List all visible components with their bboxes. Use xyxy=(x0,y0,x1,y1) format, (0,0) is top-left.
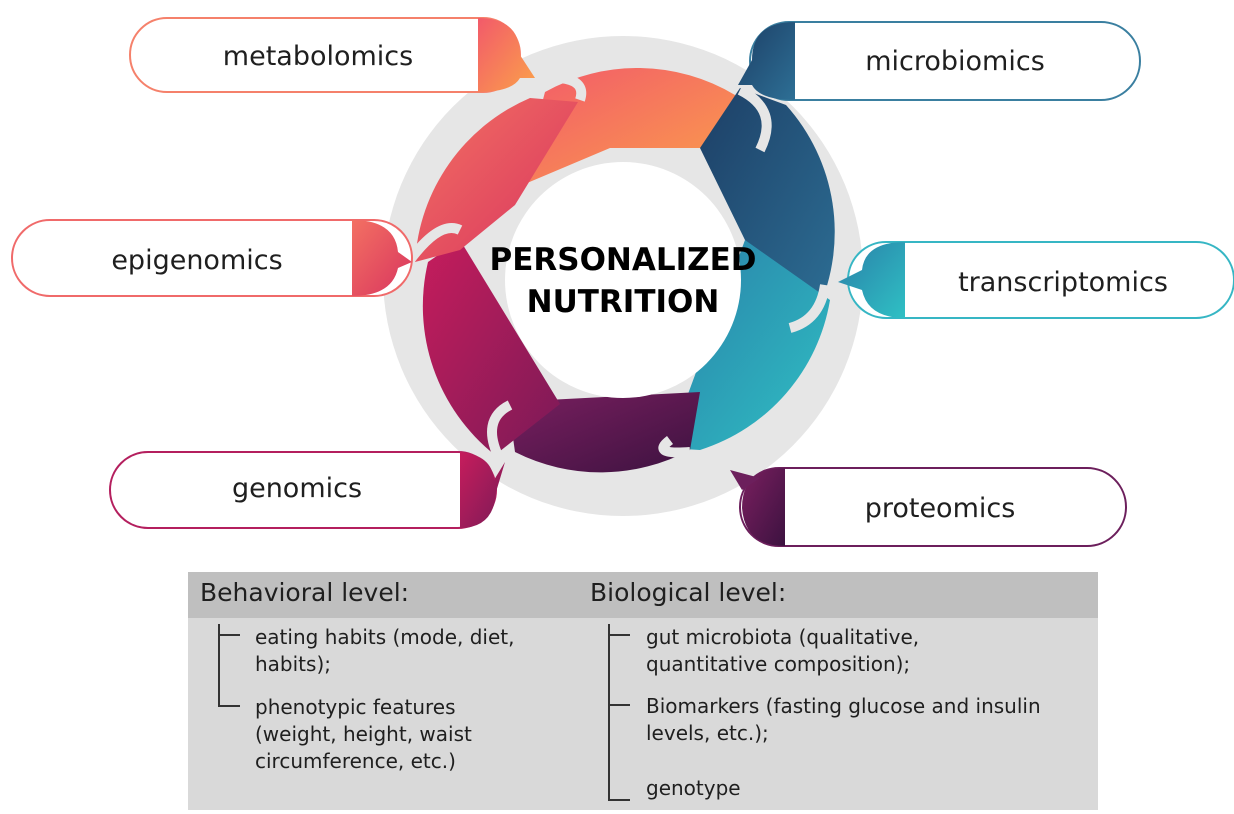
segment-separators xyxy=(406,72,830,463)
label-metabolomics: metabolomics xyxy=(129,17,535,93)
center-title-line2: NUTRITION xyxy=(527,284,720,320)
label-genomics: genomics xyxy=(109,451,505,529)
svg-text:microbiomics: microbiomics xyxy=(865,46,1045,77)
tab-proteomics xyxy=(742,468,785,546)
center-title-line1: PERSONALIZED xyxy=(489,242,756,278)
label-proteomics: proteomics xyxy=(730,467,1127,547)
svg-text:epigenomics: epigenomics xyxy=(111,245,282,276)
levels-header xyxy=(188,572,1098,618)
biological-item-gut-microbiota: gut microbiota (qualitative, quantitativ… xyxy=(646,625,920,676)
biological-level-title: Biological level: xyxy=(590,578,787,607)
label-epigenomics: epigenomics xyxy=(11,219,413,297)
tab-genomics xyxy=(460,452,505,528)
label-microbiomics: microbiomics xyxy=(738,21,1141,101)
svg-text:genomics: genomics xyxy=(232,473,362,504)
segment-genomics xyxy=(422,240,560,455)
svg-text:transcriptomics: transcriptomics xyxy=(958,267,1168,298)
tab-microbiomics xyxy=(738,22,795,100)
segment-epigenomics xyxy=(415,98,578,262)
label-transcriptomics: transcriptomics xyxy=(838,241,1234,319)
svg-text:metabolomics: metabolomics xyxy=(223,41,413,72)
levels-box: Behavioral level: Biological level: eati… xyxy=(188,572,1098,810)
behavioral-item-phenotypic-features: phenotypic features (weight, height, wai… xyxy=(255,695,472,773)
omics-cycle-diagram: PERSONALIZED NUTRITION metabolomics micr… xyxy=(11,17,1234,547)
tab-transcriptomics xyxy=(838,242,905,318)
segment-proteomics xyxy=(508,392,700,473)
behavioral-level-title: Behavioral level: xyxy=(200,578,410,607)
inner-circle xyxy=(505,162,741,398)
biological-item-genotype: genotype xyxy=(646,776,741,800)
segment-transcriptomics xyxy=(668,240,830,450)
tab-epigenomics xyxy=(352,220,412,296)
behavioral-item-eating-habits: eating habits (mode, diet, habits); xyxy=(255,625,515,676)
tab-metabolomics xyxy=(478,18,535,92)
biological-item-biomarkers: Biomarkers (fasting glucose and insulin … xyxy=(646,694,1041,745)
svg-text:proteomics: proteomics xyxy=(865,493,1016,524)
segment-microbiomics xyxy=(700,88,835,325)
